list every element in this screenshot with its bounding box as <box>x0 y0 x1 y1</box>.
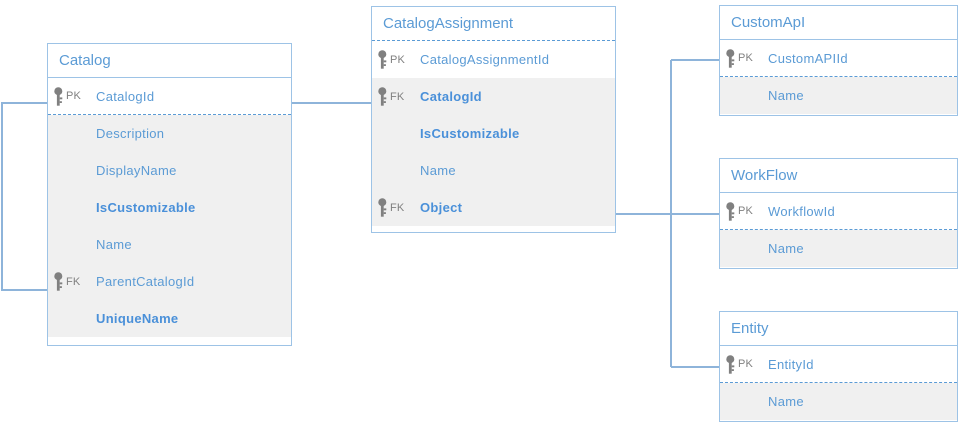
field-name: CatalogId <box>420 89 482 104</box>
field-row[interactable]: Name <box>720 383 957 420</box>
field-row[interactable]: IsCustomizable <box>372 115 615 152</box>
field-name: Description <box>96 126 165 141</box>
field-name: UniqueName <box>96 311 179 326</box>
field-name: Object <box>420 200 463 215</box>
field-name: DisplayName <box>96 163 177 178</box>
field-row[interactable]: IsCustomizable <box>48 189 291 226</box>
field-row[interactable]: PK WorkflowId <box>720 193 957 230</box>
field-row[interactable]: FK ParentCatalogId <box>48 263 291 300</box>
key-icon <box>378 50 387 69</box>
foreign-key-label: FK <box>66 275 81 288</box>
primary-key-label: PK <box>738 52 754 64</box>
key-cell: FK <box>48 272 96 291</box>
field-row[interactable]: FK Object <box>372 189 615 226</box>
entity-title-catalogassignment: CatalogAssignment <box>372 7 615 41</box>
foreign-key-label: FK <box>390 201 405 214</box>
field-name: Name <box>96 237 132 252</box>
field-name: WorkflowId <box>768 203 836 219</box>
primary-key-label: PK <box>738 358 754 370</box>
field-name: IsCustomizable <box>96 200 196 215</box>
entity-title-catalog: Catalog <box>48 44 291 78</box>
field-name: CatalogAssignmentId <box>420 52 550 67</box>
field-row[interactable]: PK CatalogId <box>48 78 291 115</box>
entity-title-workflow: WorkFlow <box>720 159 957 193</box>
key-cell: PK <box>720 201 768 221</box>
field-row[interactable]: Description <box>48 115 291 152</box>
key-icon <box>726 354 735 374</box>
field-name: Name <box>420 163 456 178</box>
field-row[interactable]: PK EntityId <box>720 346 957 383</box>
field-name: Name <box>768 88 804 103</box>
primary-key-label: PK <box>738 205 754 217</box>
key-cell: FK <box>372 198 420 217</box>
key-cell: PK <box>720 48 768 68</box>
field-name: CatalogId <box>96 88 155 104</box>
entity-title-customapi: CustomApI <box>720 6 957 40</box>
key-icon <box>54 272 63 291</box>
field-row[interactable]: UniqueName <box>48 300 291 337</box>
key-cell: FK <box>372 87 420 106</box>
field-name: ParentCatalogId <box>96 274 195 289</box>
key-icon <box>54 86 63 106</box>
field-row[interactable]: FK CatalogId <box>372 78 615 115</box>
field-row[interactable]: PK CustomAPIId <box>720 40 957 77</box>
foreign-key-label: FK <box>390 90 405 103</box>
field-row[interactable]: Name <box>720 77 957 114</box>
field-row[interactable]: Name <box>720 230 957 267</box>
key-icon <box>726 201 735 221</box>
field-name: Name <box>768 394 804 409</box>
relationship-catalog-self <box>1 102 47 291</box>
field-row[interactable]: PK CatalogAssignmentId <box>372 41 615 78</box>
entity-title-entity: Entity <box>720 312 957 346</box>
field-name: IsCustomizable <box>420 126 520 141</box>
key-cell: PK <box>48 86 96 106</box>
field-name: CustomAPIId <box>768 50 848 66</box>
field-row[interactable]: Name <box>48 226 291 263</box>
primary-key-label: PK <box>66 90 82 102</box>
primary-key-label: PK <box>390 53 406 66</box>
field-name: EntityId <box>768 356 814 372</box>
field-name: Name <box>768 241 804 256</box>
key-icon <box>378 87 387 106</box>
key-icon <box>378 198 387 217</box>
field-row[interactable]: Name <box>372 152 615 189</box>
field-row[interactable]: DisplayName <box>48 152 291 189</box>
key-cell: PK <box>372 50 420 69</box>
key-icon <box>726 48 735 68</box>
key-cell: PK <box>720 354 768 374</box>
